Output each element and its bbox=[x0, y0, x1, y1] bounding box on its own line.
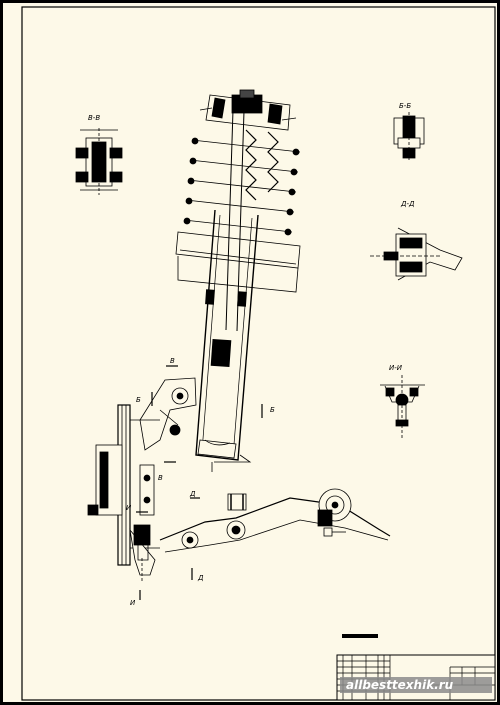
section-label-i-i: И-И bbox=[389, 364, 403, 372]
cut-mark-b-left: Б bbox=[136, 396, 141, 404]
scale-bar bbox=[342, 634, 378, 638]
cut-mark-i-bottom: И bbox=[130, 599, 136, 607]
section-v-v-view bbox=[75, 128, 123, 195]
cut-mark-d-top: Д bbox=[189, 490, 196, 498]
lower-control-arm bbox=[159, 488, 391, 553]
drawing-frame bbox=[21, 6, 496, 701]
section-label-b-b: Б-Б bbox=[399, 102, 411, 110]
section-label-d-d: Д-Д bbox=[400, 200, 415, 208]
section-i-i-view bbox=[380, 375, 425, 440]
watermark-band bbox=[340, 677, 492, 693]
watermark-text: allbesttexhik.ru bbox=[346, 678, 454, 692]
section-label-v-v: В-В bbox=[88, 114, 100, 122]
cut-mark-b-right: Б bbox=[270, 406, 275, 414]
section-d-d-view bbox=[370, 227, 463, 281]
cut-mark-lines bbox=[136, 365, 263, 600]
cut-mark-d-bottom: Д bbox=[197, 574, 204, 582]
section-b-b-view bbox=[393, 112, 425, 162]
strut-assembly bbox=[139, 89, 301, 472]
cut-mark-i-top: И bbox=[126, 504, 132, 512]
cut-mark-v-bottom: В bbox=[158, 474, 163, 482]
hub-and-brake bbox=[87, 404, 160, 582]
cut-mark-v-top: В bbox=[170, 357, 175, 365]
